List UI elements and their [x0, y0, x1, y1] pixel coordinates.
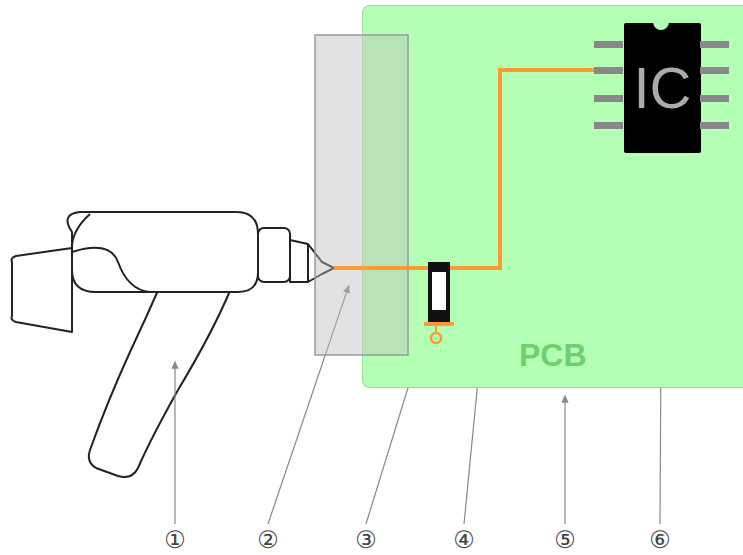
gun-tip	[290, 240, 334, 282]
board-label: PCB	[519, 338, 587, 373]
leader-line	[174, 364, 175, 524]
gun-nose	[258, 228, 290, 282]
pcb-board: PCB IC	[362, 5, 743, 388]
gun-detail	[72, 248, 150, 292]
callout-number: ①	[164, 528, 186, 552]
ic-chip: IC	[624, 23, 701, 153]
ic-pins	[594, 41, 729, 129]
callout-number: ③	[355, 528, 377, 552]
leader-line	[268, 288, 348, 524]
diode-body	[428, 262, 450, 322]
gun-handle	[89, 286, 232, 477]
gun-detail	[72, 214, 90, 252]
ground-pad	[424, 322, 454, 326]
ground-lead	[435, 326, 437, 333]
pcb-trace	[334, 70, 623, 268]
callout-number: ⑤	[554, 528, 576, 552]
leader-line	[564, 398, 565, 524]
contact-plate	[315, 35, 408, 355]
ground-via	[431, 333, 441, 343]
gun-rear-cap	[12, 248, 73, 332]
ic-notch	[653, 22, 669, 30]
esd-gun	[12, 212, 335, 477]
diode-body	[432, 272, 446, 310]
callout-number: ②	[257, 528, 279, 552]
gun-body	[68, 212, 259, 292]
callout-number: ⑥	[649, 528, 671, 552]
gun-detail	[307, 244, 309, 282]
callout-number: ④	[453, 528, 475, 552]
tvs-diode	[424, 262, 454, 343]
chip-label: IC	[634, 56, 692, 120]
